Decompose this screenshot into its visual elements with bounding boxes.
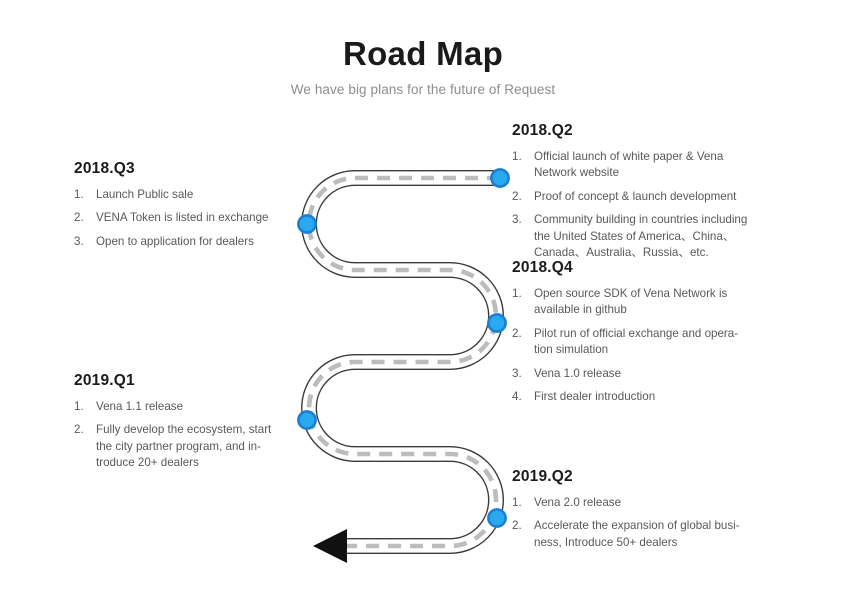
milestone-item-list: 1. Open source SDK of Vena Network is av… <box>512 286 784 406</box>
list-item-number: 2. <box>512 189 522 203</box>
list-item-number: 2. <box>512 326 522 340</box>
milestone-item-list: 1. Vena 1.1 release 2. Fully develop the… <box>74 399 304 472</box>
list-item-number: 2. <box>74 423 84 437</box>
list-item: 1. Vena 1.1 release <box>74 399 304 415</box>
list-item: 3. Open to application for dealers <box>74 234 314 250</box>
milestone-heading: 2019.Q2 <box>512 468 573 485</box>
list-item-number: 1. <box>74 188 84 201</box>
list-item-number: 1. <box>512 496 522 509</box>
list-item: 4. First dealer introduction <box>512 389 784 405</box>
list-item-text: Community building in countries includin… <box>534 213 748 260</box>
list-item-number: 3. <box>512 213 522 227</box>
list-item: 1. Open source SDK of Vena Network is av… <box>512 286 784 319</box>
list-item: 3. Vena 1.0 release <box>512 366 784 382</box>
milestone-2018-q2: 2018.Q2 1. Official launch of white pape… <box>512 122 780 262</box>
milestone-heading: 2018.Q4 <box>512 259 573 276</box>
list-item: 2. Accelerate the expansion of global bu… <box>512 518 784 551</box>
road-surface <box>309 178 500 546</box>
milestone-item-list: 1. Vena 2.0 release 2. Accelerate the ex… <box>512 495 784 551</box>
list-item: 1. Launch Public sale <box>74 187 314 203</box>
list-item-number: 1. <box>512 287 522 300</box>
node-2018-q2[interactable] <box>490 168 510 188</box>
list-item: 2. Pilot run of official exchange and op… <box>512 326 784 359</box>
milestone-2018-q3: 2018.Q3 1. Launch Public sale 2. VENA To… <box>74 160 314 250</box>
list-item-text: Vena 1.0 release <box>534 366 622 380</box>
list-item: 1. Official launch of white paper & Vena… <box>512 149 780 182</box>
list-item-text: VENA Token is listed in exchange <box>96 211 269 225</box>
header: Road Map We have big plans for the futur… <box>0 35 846 98</box>
node-2018-q4[interactable] <box>487 313 507 333</box>
list-item-number: 2. <box>74 211 84 225</box>
list-item: 1. Vena 2.0 release <box>512 495 784 511</box>
list-item-text: Official launch of white paper & Vena Ne… <box>534 150 724 180</box>
milestone-2019-q2: 2019.Q2 1. Vena 2.0 release 2. Accelerat… <box>512 468 784 551</box>
milestone-heading: 2018.Q2 <box>512 122 573 139</box>
node-2019-q2[interactable] <box>487 508 507 528</box>
milestone-2019-q1: 2019.Q1 1. Vena 1.1 release 2. Fully dev… <box>74 372 304 472</box>
list-item-text: First dealer introduction <box>534 390 656 404</box>
milestone-item-list: 1. Official launch of white paper & Vena… <box>512 149 780 262</box>
list-item-text: Vena 2.0 release <box>534 496 622 509</box>
list-item-number: 3. <box>74 234 84 248</box>
milestone-heading: 2019.Q1 <box>74 372 135 389</box>
milestone-2018-q4: 2018.Q4 1. Open source SDK of Vena Netwo… <box>512 259 784 406</box>
page-subtitle: We have big plans for the future of Requ… <box>290 82 556 98</box>
list-item: 3. Community building in countries inclu… <box>512 212 780 261</box>
list-item-number: 1. <box>512 150 522 163</box>
list-item-text: Accelerate the expansion of global busi-… <box>534 519 740 549</box>
list-item-text: Pilot run of official exchange and opera… <box>534 326 739 357</box>
list-item-number: 1. <box>74 400 84 413</box>
road-center-dashes <box>309 178 500 546</box>
road-outline <box>309 178 500 546</box>
list-item-text: Proof of concept & launch development <box>534 189 737 203</box>
milestone-heading: 2018.Q3 <box>74 160 135 177</box>
list-item-number: 3. <box>512 366 522 380</box>
list-item-number: 2. <box>512 519 522 533</box>
list-item-text: Launch Public sale <box>96 188 194 201</box>
milestone-nodes <box>297 168 510 528</box>
list-item-text: Open to application for dealers <box>96 234 254 248</box>
list-item: 2. Proof of concept & launch development <box>512 189 780 205</box>
page-title: Road Map <box>342 35 504 72</box>
list-item: 2. Fully develop the ecosystem, start th… <box>74 422 304 471</box>
arrow-head-icon <box>313 529 347 563</box>
list-item-number: 4. <box>512 390 522 404</box>
list-item-text: Fully develop the ecosystem, start the c… <box>96 423 272 470</box>
milestone-item-list: 1. Launch Public sale 2. VENA Token is l… <box>74 187 314 250</box>
list-item-text: Open source SDK of Vena Network is avail… <box>534 287 728 317</box>
list-item-text: Vena 1.1 release <box>96 400 184 413</box>
list-item: 2. VENA Token is listed in exchange <box>74 210 314 226</box>
